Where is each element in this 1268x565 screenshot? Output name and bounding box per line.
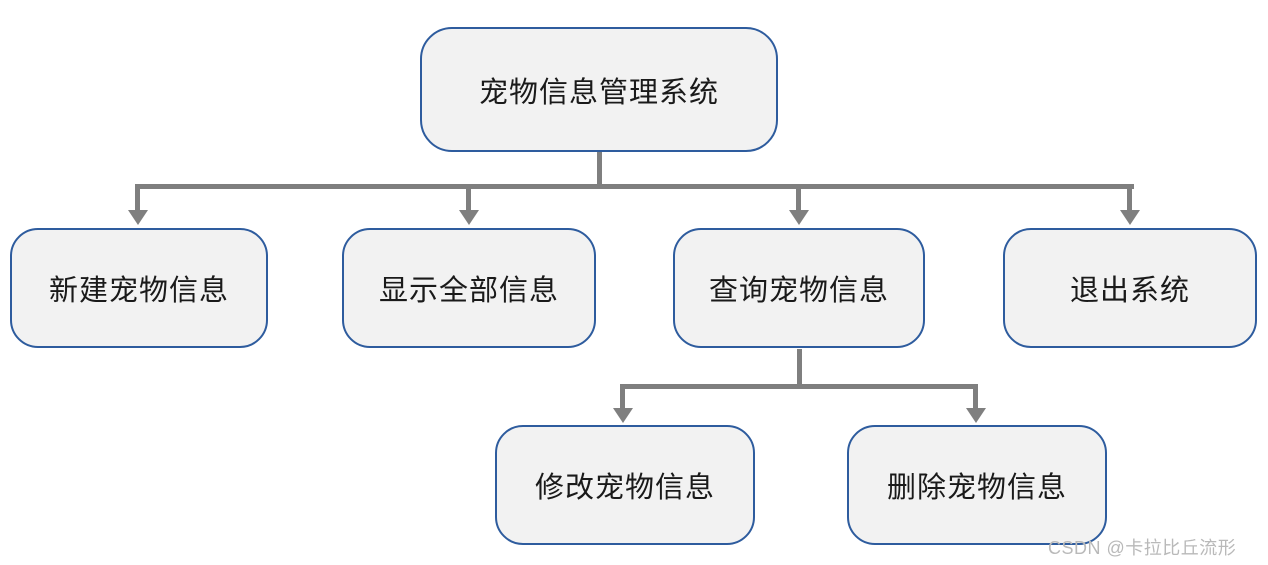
arrowhead-down-icon: [613, 408, 633, 423]
node-label: 删除宠物信息: [886, 472, 1067, 504]
node-label: 修改宠物信息: [534, 472, 715, 504]
connector-root-stem: [597, 152, 602, 189]
connector-drop-child-4: [1127, 184, 1132, 212]
connector-drop-child-3: [796, 184, 801, 212]
node-delete-pet-info: 删除宠物信息: [847, 425, 1107, 545]
node-label: 退出系统: [1069, 275, 1190, 307]
arrowhead-down-icon: [459, 210, 479, 225]
connector-level1-bus: [135, 184, 1134, 189]
connector-level2-bus: [620, 384, 978, 389]
node-pet-info-management-system: 宠物信息管理系统: [420, 27, 778, 152]
node-label: 新建宠物信息: [48, 275, 229, 307]
node-label: 查询宠物信息: [708, 275, 889, 307]
node-show-all-info: 显示全部信息: [342, 228, 596, 348]
node-label: 显示全部信息: [378, 275, 559, 307]
arrowhead-down-icon: [789, 210, 809, 225]
csdn-watermark: CSDN @卡拉比丘流形: [1048, 538, 1237, 558]
arrowhead-down-icon: [966, 408, 986, 423]
connector-drop-subchild-2: [973, 384, 978, 410]
node-label: 宠物信息管理系统: [478, 76, 719, 109]
node-query-pet-info: 查询宠物信息: [673, 228, 925, 348]
arrowhead-down-icon: [1120, 210, 1140, 225]
connector-query-stem: [797, 349, 802, 389]
node-modify-pet-info: 修改宠物信息: [495, 425, 755, 545]
connector-drop-child-1: [135, 184, 140, 212]
node-exit-system: 退出系统: [1003, 228, 1257, 348]
connector-drop-subchild-1: [620, 384, 625, 410]
connector-drop-child-2: [466, 184, 471, 212]
node-create-pet-info: 新建宠物信息: [10, 228, 268, 348]
arrowhead-down-icon: [128, 210, 148, 225]
